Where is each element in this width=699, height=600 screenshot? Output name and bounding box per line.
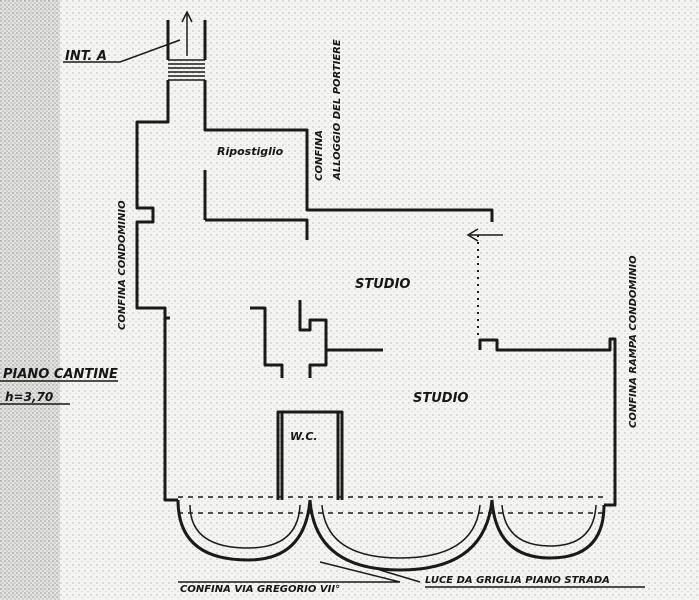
wc-label: W.C. bbox=[290, 430, 318, 443]
outer-wall bbox=[135, 20, 617, 507]
entrance-stair bbox=[168, 10, 205, 81]
studio-upper-label: STUDIO bbox=[355, 277, 410, 292]
studio-lower-label: STUDIO bbox=[413, 391, 468, 406]
confina-via-label: CONFINA VIA GREGORIO VII° bbox=[180, 584, 340, 595]
luce-griglia-label: LUCE DA GRIGLIA PIANO STRADA bbox=[425, 575, 610, 586]
piano-cantine-label: PIANO CANTINE bbox=[3, 367, 118, 382]
confina-alloggio-label-2: ALLOGGIO DEL PORTIERE bbox=[332, 39, 343, 181]
via-leader bbox=[178, 561, 401, 583]
confina-condominio-label: CONFINA CONDOMINIO bbox=[117, 200, 128, 330]
interior-walls bbox=[165, 300, 383, 378]
light-wells bbox=[176, 499, 606, 572]
confina-alloggio-label-1: CONFINA bbox=[314, 130, 325, 181]
height-label: h=3,70 bbox=[5, 390, 53, 404]
confina-rampa-label: CONFINA RAMPA CONDOMINIO bbox=[628, 255, 639, 428]
int-a-leader bbox=[63, 39, 181, 63]
luce-leader bbox=[379, 569, 645, 588]
ripostiglio-label: Ripostiglio bbox=[217, 145, 284, 158]
int-a-label: INT. A bbox=[65, 49, 107, 64]
scan-shadow-left bbox=[0, 0, 60, 600]
wc-walls bbox=[276, 410, 344, 500]
ripostiglio-walls bbox=[203, 170, 309, 240]
arrow-left bbox=[466, 228, 503, 242]
